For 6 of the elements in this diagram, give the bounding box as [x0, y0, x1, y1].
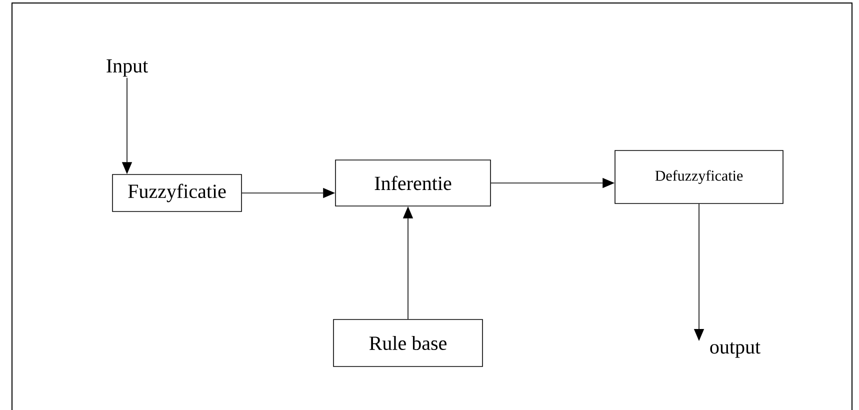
process-box: Inferentie [335, 160, 491, 206]
io-label: Input [106, 59, 148, 77]
process-box: Rule base [333, 319, 483, 367]
io-label: output [710, 342, 760, 358]
process-box: Defuzzyficatie [614, 150, 784, 204]
process-box: Fuzzyficatie [112, 174, 242, 212]
